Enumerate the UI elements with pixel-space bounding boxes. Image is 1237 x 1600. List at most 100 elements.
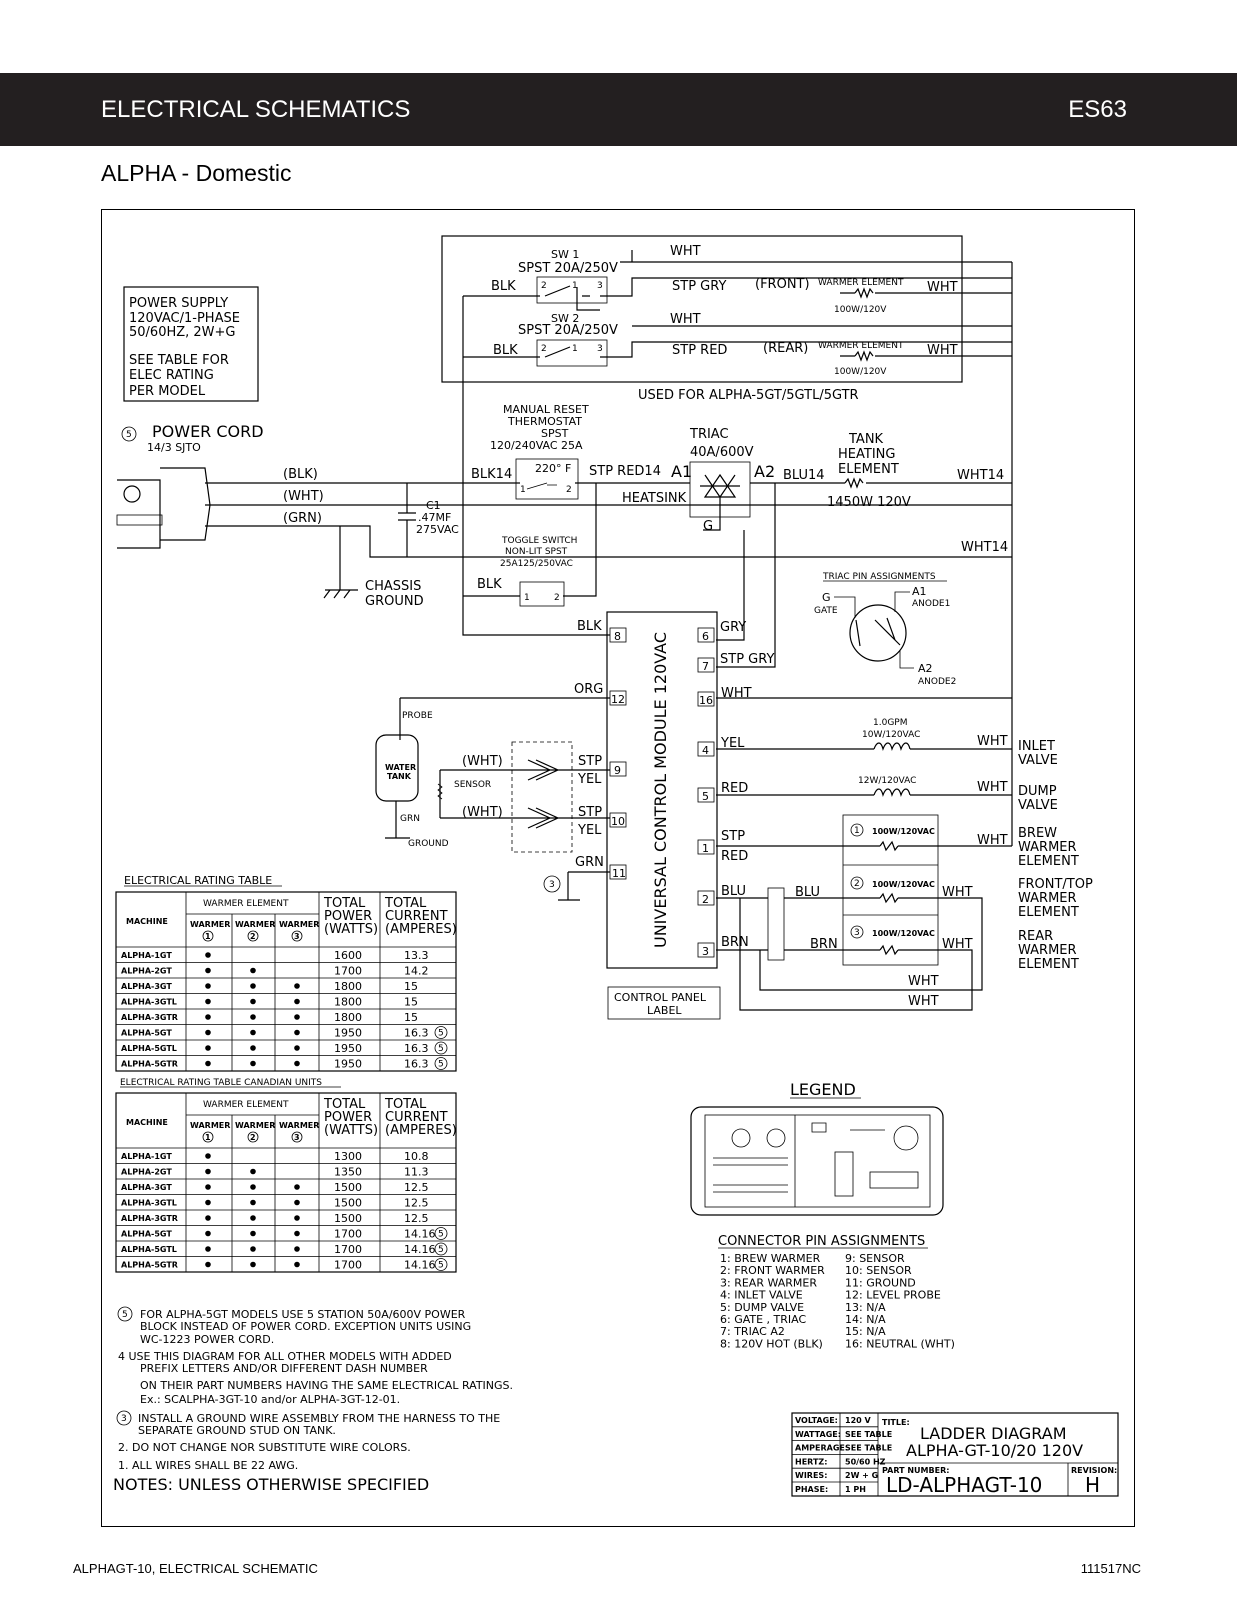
table-row-dot <box>294 1246 300 1252</box>
rear-label: (REAR) <box>763 341 808 356</box>
sensor-label: SENSOR <box>454 780 491 790</box>
module-ground <box>558 871 610 901</box>
warmer3-marker: 3 <box>854 928 860 938</box>
legend-details <box>713 1122 885 1193</box>
table-head-warmer-num: 2 <box>250 1133 256 1142</box>
pin-9: 9 <box>614 764 621 777</box>
table-row-current: 12.5 <box>404 1212 429 1225</box>
pin-assignment: 15: N/A <box>845 1325 886 1338</box>
table-row-current: 14.16 <box>404 1243 436 1256</box>
table-row-dot <box>205 1246 211 1252</box>
table-row-dot <box>205 1261 211 1268</box>
pin9-stp: STP <box>578 754 602 769</box>
thermo-label-2: THERMOSTAT <box>507 415 582 428</box>
table-row-power: 1950 <box>334 1042 362 1055</box>
stp-red-label: STP RED <box>672 343 727 358</box>
table-row-dot <box>250 1045 256 1051</box>
spec-label: VOLTAGE: <box>795 1416 838 1425</box>
hot-bus <box>462 296 610 636</box>
table-row-power: 1500 <box>334 1212 362 1225</box>
spec-label: WATTAGE: <box>795 1430 841 1439</box>
note5-line-2: BLOCK INSTEAD OF POWER CORD. EXCEPTION U… <box>140 1320 471 1333</box>
warmer-resistors <box>854 287 874 362</box>
ps-line-2: 120VAC/1-PHASE <box>129 311 240 326</box>
table-row-power: 1700 <box>334 1243 362 1256</box>
sw2-switch <box>536 339 608 367</box>
pin-assignment: 12: LEVEL PROBE <box>845 1289 941 1302</box>
table-row-machine: ALPHA-3GTL <box>121 998 177 1007</box>
triac-package-pins <box>855 617 901 647</box>
plug-body <box>117 467 211 549</box>
table-row-dot <box>205 1230 211 1237</box>
rear-warmer-circuit <box>716 898 973 1011</box>
spec-label: WIRES: <box>795 1471 827 1480</box>
pin-3: 3 <box>702 945 709 958</box>
sw1-blk: BLK <box>491 279 516 294</box>
warmer3-rating: 100W/120VAC <box>872 929 935 938</box>
rear-warmer-rating: 100W/120V <box>834 367 887 377</box>
connector-pins-title: CONNECTOR PIN ASSIGNMENTS <box>718 1234 925 1249</box>
table-row-power: 1950 <box>334 1058 362 1071</box>
table-row-dot <box>294 1014 300 1020</box>
table-row-current: 16.3 <box>404 1027 429 1040</box>
sw2-rating: SPST 20A/250V <box>518 323 618 338</box>
pin-assignment: 14: N/A <box>845 1313 886 1326</box>
connector-pin-assignments: CONNECTOR PIN ASSIGNMENTS 1: BREW WARMER… <box>718 1234 955 1350</box>
pin-assignment: 9: SENSOR <box>845 1252 905 1265</box>
module-stp: STP <box>721 829 745 844</box>
tank-label-3: ELEMENT <box>838 462 899 477</box>
module-label: UNIVERSAL CONTROL MODULE 120VAC <box>651 632 670 948</box>
sw2-label: SW 2 <box>551 312 579 325</box>
chassis-ground-symbol <box>323 589 358 599</box>
inlet-gpm: 1.0GPM <box>873 718 907 728</box>
sw1-wht: WHT <box>670 244 701 259</box>
table-head-warmer: WARMER ELEMENT <box>203 899 289 909</box>
used-for-label: USED FOR ALPHA-5GT/5GTL/5GTR <box>638 388 859 403</box>
table-head-warmer-num: 2 <box>250 932 256 941</box>
table-row-machine: ALPHA-1GT <box>121 1152 172 1161</box>
table-row-dot <box>250 1029 256 1036</box>
sensor-wht-2: (WHT) <box>462 805 503 820</box>
table-row-dot <box>294 998 300 1005</box>
table-head-warmer-sub: WARMER <box>235 1121 275 1130</box>
table-row-dot <box>205 1199 211 1206</box>
table-row-current: 12.5 <box>404 1197 429 1210</box>
warmer-connector <box>767 887 785 961</box>
title-line-2: ALPHA-GT-10/20 120V <box>906 1441 1083 1460</box>
table-row-current: 11.3 <box>404 1166 429 1179</box>
table-row-power: 1300 <box>334 1150 362 1163</box>
module-blk: BLK <box>577 619 602 634</box>
blk14-label: BLK14 <box>471 467 512 482</box>
module-yel: YEL <box>720 736 745 751</box>
table-row-dot <box>294 1230 300 1237</box>
table-row-note: 5 <box>438 1230 444 1240</box>
pin-11: 11 <box>612 867 626 880</box>
note1: 1. ALL WIRES SHALL BE 22 AWG. <box>118 1459 298 1472</box>
note2: 2. DO NOT CHANGE NOR SUBSTITUTE WIRE COL… <box>118 1441 411 1454</box>
table-row-dot <box>250 983 256 989</box>
sw1-rating: SPST 20A/250V <box>518 261 618 276</box>
front-warmer-label-3: ELEMENT <box>1018 905 1079 920</box>
wht-return-2: WHT <box>908 994 939 1009</box>
pin-5: 5 <box>702 790 709 803</box>
control-module: UNIVERSAL CONTROL MODULE 120VAC 8 12 9 1… <box>574 611 774 1020</box>
table-row-current: 15 <box>404 980 418 993</box>
thermo-label-1: MANUAL RESET <box>503 403 589 416</box>
pin-6: 6 <box>702 630 709 643</box>
table-head-power: (WATTS) <box>324 1123 378 1138</box>
gate-label: GATE <box>814 606 838 616</box>
table2-title: ELECTRICAL RATING TABLE CANADIAN UNITS <box>120 1078 322 1088</box>
warmer2-rating: 100W/120VAC <box>872 880 935 889</box>
grn-wire-label: (GRN) <box>283 511 322 526</box>
table-head-warmer-sub: WARMER <box>190 920 230 929</box>
pin-assignment: 6: GATE , TRIAC <box>720 1313 806 1326</box>
stp-gry-label: STP GRY <box>672 279 726 294</box>
dump-label-1: DUMP <box>1018 784 1057 799</box>
table-row-dot <box>205 1014 211 1020</box>
front-warmer-circuit <box>716 892 983 991</box>
table-head-warmer-num: 3 <box>294 1133 300 1142</box>
table-row-current: 14.2 <box>404 965 429 978</box>
dump-label-2: VALVE <box>1018 798 1058 813</box>
pin-12: 12 <box>611 693 625 706</box>
